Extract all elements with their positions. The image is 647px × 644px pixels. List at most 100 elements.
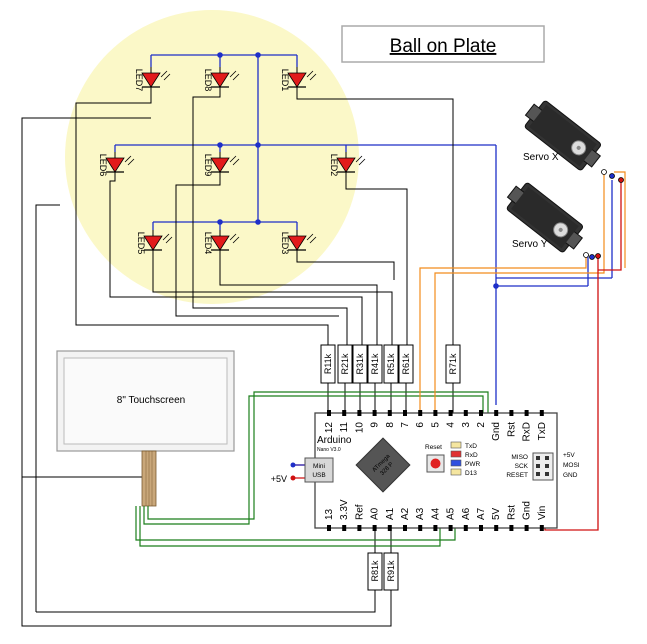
top-pin: 11 <box>339 410 350 432</box>
indicator-txd: TxD <box>450 441 477 450</box>
resistor-r51k: R51k <box>383 344 399 384</box>
led-label: LED7 <box>134 69 144 92</box>
pin-label: 3.3V <box>339 499 350 520</box>
top-pin: TxD <box>537 410 548 440</box>
bottom-pin: Rst <box>506 505 517 531</box>
icsp-left-label: RESET <box>506 472 528 479</box>
led-led3: LED3 <box>280 230 317 256</box>
pin-label: 8 <box>385 422 396 428</box>
pin-label: A1 <box>385 507 396 520</box>
indicator-label: D13 <box>465 470 477 477</box>
resistor-label: R91k <box>386 560 396 582</box>
indicator-d13: D13 <box>450 468 477 477</box>
reset-label: Reset <box>425 444 442 451</box>
resistor-label: R41k <box>370 353 380 375</box>
pin-label: A6 <box>461 507 472 520</box>
bottom-pin: Gnd <box>522 501 533 531</box>
black-wires <box>21 92 454 627</box>
pin-label: 2 <box>476 422 487 428</box>
led-led6: LED6 <box>98 152 135 178</box>
pin-label: A5 <box>446 507 457 520</box>
bottom-pin: A1 <box>385 507 396 531</box>
arduino-version: Nano V3.0 <box>317 447 341 453</box>
pin-label: 5V <box>491 507 502 520</box>
indicator-label: TxD <box>465 443 477 450</box>
top-pin: Gnd <box>491 410 502 441</box>
bottom-pin: A5 <box>446 507 457 531</box>
led-led9: LED9 <box>203 152 240 178</box>
bottom-pin: A7 <box>476 507 487 531</box>
reset-button-cap <box>430 458 441 469</box>
led-label: LED6 <box>98 154 108 177</box>
indicator-label: PWR <box>465 461 480 468</box>
supply-label: +5V <box>271 474 287 484</box>
usb-label-line2: USB <box>312 472 325 479</box>
led-led2: LED2 <box>329 152 366 178</box>
servo-y-label: Servo Y <box>512 239 548 250</box>
led-led7: LED7 <box>134 67 171 93</box>
mini-usb-port <box>304 457 334 483</box>
pin-label: Vin <box>537 506 548 520</box>
icsp-right-label: +5V <box>563 452 575 459</box>
resistor-label: R21k <box>340 353 350 375</box>
resistor-r41k: R41k <box>367 344 383 384</box>
icsp-left-label: SCK <box>515 463 529 470</box>
led-label: LED2 <box>329 154 339 177</box>
green-wires <box>135 391 489 547</box>
pin-label: 12 <box>324 422 335 434</box>
resistor-r61k: R61k <box>398 344 414 384</box>
orange-wires <box>419 171 626 413</box>
led-led5: LED5 <box>136 230 173 256</box>
top-pin: 5 <box>430 410 441 428</box>
top-pin: RxD <box>522 410 533 441</box>
resistor-label: R71k <box>448 353 458 375</box>
pin-label: Rst <box>506 422 517 437</box>
bottom-pin: A4 <box>430 507 441 531</box>
arduino-name: Arduino <box>317 435 352 446</box>
servo-x-label: Servo X <box>523 152 559 163</box>
pin-label: 9 <box>370 422 381 428</box>
servo-connectors <box>583 169 624 260</box>
pin-label: RxD <box>522 422 533 441</box>
bottom-pin: Ref <box>354 504 365 531</box>
pin-label: 10 <box>354 422 365 434</box>
pin-label: A0 <box>370 507 381 520</box>
pin-label: 13 <box>324 508 335 520</box>
bottom-pin: 3.3V <box>339 499 350 531</box>
pin-label: A3 <box>415 507 426 520</box>
pin-label: 3 <box>461 422 472 428</box>
top-pin: 12 <box>324 410 335 433</box>
resistor-label: R61k <box>401 353 411 375</box>
top-pin: 10 <box>354 410 365 433</box>
ball-plate <box>65 10 359 304</box>
title-box <box>341 25 545 63</box>
led-label: LED3 <box>280 232 290 255</box>
bottom-pin: 5V <box>491 507 502 531</box>
resistor-r71k: R71k <box>445 344 461 384</box>
top-pin: 3 <box>461 410 472 428</box>
icsp-right-label: MOSI <box>563 462 580 469</box>
top-pin: 8 <box>385 410 396 428</box>
bottom-pin: A3 <box>415 507 426 531</box>
servo-y <box>506 182 584 253</box>
page-title: Ball on Plate <box>390 36 497 57</box>
pin-label: Gnd <box>522 501 533 520</box>
usb-label-line1: Mini <box>313 463 325 470</box>
pin-label: 6 <box>415 422 426 428</box>
led-label: LED5 <box>136 232 146 255</box>
bottom-pin: Vin <box>537 506 548 531</box>
pin-label: Gnd <box>491 422 502 441</box>
resistor-r11k: R11k <box>320 344 336 384</box>
bottom-pin: A6 <box>461 507 472 531</box>
pin-label: A4 <box>430 507 441 520</box>
pin-label: 5 <box>430 422 441 428</box>
led-label: LED9 <box>203 154 213 177</box>
pin-label: 7 <box>400 422 411 428</box>
resistor-label: R11k <box>323 353 333 374</box>
